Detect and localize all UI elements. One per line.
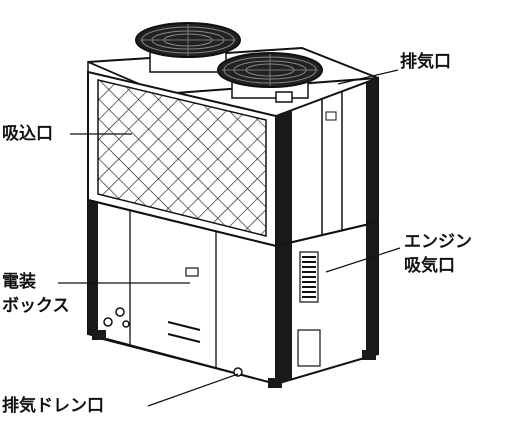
exhaust-fan-right bbox=[217, 52, 323, 103]
lower-cabinet-front bbox=[87, 198, 277, 386]
label-exhaust-drain-port: 排気ドレン口 bbox=[2, 396, 104, 416]
label-engine-intake-line2: 吸気口 bbox=[404, 256, 455, 276]
upper-side-panel bbox=[275, 76, 379, 248]
label-electrical-box-line1: 電装 bbox=[2, 272, 36, 292]
electrical-box-indicator bbox=[185, 267, 199, 277]
label-exhaust-port: 排気口 bbox=[400, 52, 451, 72]
label-engine-intake-line1: エンジン bbox=[404, 232, 472, 252]
label-electrical-box-line2: ボックス bbox=[2, 296, 70, 316]
label-intake-port: 吸込口 bbox=[2, 124, 53, 144]
drain-outlet bbox=[233, 367, 243, 377]
leader-lines bbox=[58, 69, 401, 407]
exhaust-fan-left bbox=[135, 22, 241, 73]
base-feet bbox=[92, 330, 376, 388]
intake-mesh-panel bbox=[87, 60, 277, 248]
engine-intake-louver bbox=[299, 251, 319, 303]
